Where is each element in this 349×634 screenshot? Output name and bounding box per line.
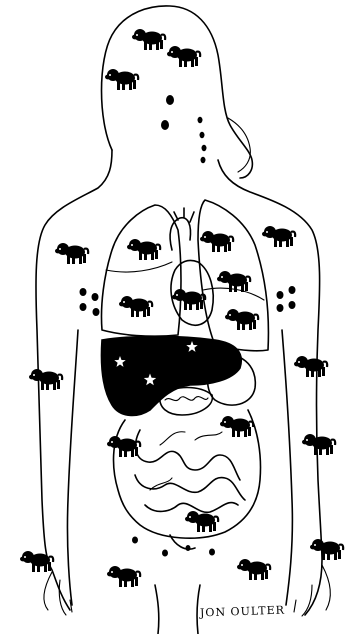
dot-icon [289, 286, 296, 294]
left-hand [44, 572, 72, 615]
pancreas [160, 388, 213, 416]
dot-icon [198, 117, 203, 123]
dot-icon [202, 145, 207, 151]
dots [80, 95, 296, 557]
baboon-icon [237, 559, 270, 580]
baboon-icon [185, 511, 218, 532]
baboon-icon [132, 29, 165, 50]
dot-icon [80, 303, 87, 311]
aorta [170, 208, 194, 250]
dot-icon [201, 157, 206, 163]
baboon-icon [225, 309, 258, 330]
dot-icon [92, 293, 99, 301]
baboon-icon [105, 69, 138, 90]
dot-icon [277, 291, 284, 299]
baboon-icon [262, 226, 295, 247]
leg-outline-left [155, 585, 159, 634]
dot-icon [132, 537, 138, 544]
dot-icon [200, 132, 205, 138]
dot-icon [186, 545, 191, 551]
baboon-icon [107, 436, 140, 457]
dot-icon [166, 95, 174, 105]
dot-icon [277, 304, 284, 312]
right-torso-side [282, 330, 292, 605]
right-hand [294, 565, 330, 616]
dot-icon [289, 301, 296, 309]
dot-icon [162, 550, 168, 557]
dot-icon [209, 549, 215, 556]
dot-icon [80, 288, 87, 296]
left-torso-side [67, 330, 78, 605]
baboon-icon [302, 434, 335, 455]
baboon-icon [119, 296, 152, 317]
baboon-icon [127, 239, 160, 260]
baboon-icon [310, 539, 343, 560]
dot-icon [161, 120, 169, 130]
baboon-icon [29, 369, 62, 390]
baboon-icon [20, 551, 53, 572]
baboon-icon [55, 243, 88, 264]
baboon-icon [220, 416, 253, 437]
baboon-icon [294, 356, 327, 377]
baboon-icon [167, 46, 200, 67]
baboon-icon [172, 289, 205, 310]
baboon-icon [107, 566, 140, 587]
baboon-icon [200, 231, 233, 252]
dot-icon [93, 308, 100, 316]
head-outline [102, 6, 253, 178]
